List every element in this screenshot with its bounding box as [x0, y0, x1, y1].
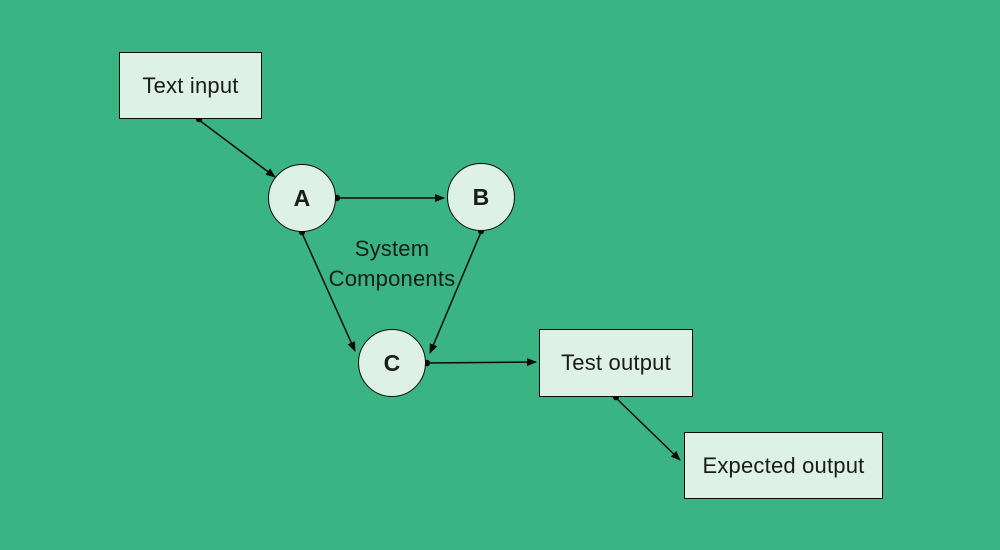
node-a: A	[268, 164, 336, 232]
edge-c-to-test-output	[426, 358, 537, 367]
edge-text-input-to-a	[198, 119, 276, 178]
edge-test-output-to-expected-output	[615, 397, 681, 461]
system-components-caption-line1: System	[354, 236, 430, 261]
system-components-caption: System Components	[272, 234, 512, 294]
edge-b-to-c	[429, 231, 482, 354]
node-b-label: B	[472, 183, 490, 210]
node-text-input-label: Text input	[142, 72, 239, 98]
node-b: B	[447, 163, 515, 231]
node-c-label: C	[383, 349, 401, 376]
node-expected-output-label: Expected output	[702, 452, 865, 478]
node-c: C	[358, 329, 426, 397]
node-a-label: A	[293, 184, 311, 211]
node-text-input: Text input	[119, 52, 262, 119]
system-components-caption-line2: Components	[328, 266, 456, 291]
node-test-output: Test output	[539, 329, 693, 397]
node-expected-output: Expected output	[684, 432, 883, 499]
node-test-output-label: Test output	[561, 350, 671, 375]
edge-a-to-c	[301, 232, 356, 352]
